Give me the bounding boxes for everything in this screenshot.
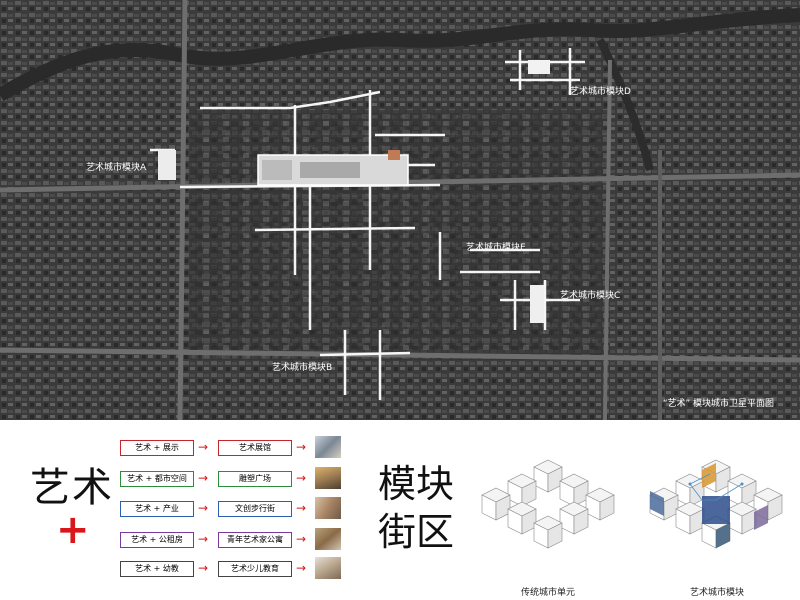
- satellite-map-drawing: [0, 0, 800, 420]
- arrow-icon: →: [198, 501, 209, 515]
- arrow-icon: →: [296, 440, 307, 454]
- arrow-icon: →: [296, 501, 307, 515]
- map-label-module-a: 艺术城市模块A: [86, 163, 147, 173]
- arrow-icon: →: [198, 440, 209, 454]
- plus-sign: +: [56, 507, 90, 553]
- row-2-thumbnail: [315, 467, 341, 489]
- row-1-left-box: 艺术 + 展示: [120, 440, 194, 456]
- row-2-left-box: 艺术 + 都市空间: [120, 471, 194, 487]
- row-1-thumbnail: [315, 436, 341, 458]
- traditional-unit-label: 传统城市单元: [521, 588, 576, 598]
- map-label-module-b: 艺术城市模块B: [272, 363, 333, 373]
- row-5-right-box: 艺术少儿教育: [218, 561, 292, 577]
- map-label-module-d: 艺术城市模块D: [570, 87, 631, 97]
- row-3-thumbnail: [315, 497, 341, 519]
- row-3-left-box: 艺术 + 产业: [120, 501, 194, 517]
- arrow-icon: →: [296, 561, 307, 575]
- row-5-left-box: 艺术 + 幼教: [120, 561, 194, 577]
- satellite-map: 艺术城市模块A 艺术城市模块D 艺术城市模块E 艺术城市模块C 艺术城市模块B …: [0, 0, 800, 420]
- arrow-icon: →: [198, 471, 209, 485]
- module-title-line2: 街区: [378, 510, 455, 554]
- row-1-right-box: 艺术展馆: [218, 440, 292, 456]
- river: [0, 8, 800, 102]
- map-label-module-e: 艺术城市模块E: [466, 243, 526, 253]
- row-4-left-box: 艺术 + 公租房: [120, 532, 194, 548]
- arrow-icon: →: [198, 561, 209, 575]
- arrow-icon: →: [296, 471, 307, 485]
- module-title-line1: 模块: [378, 462, 455, 506]
- row-4-right-box: 青年艺术家公寓: [218, 532, 292, 548]
- art-module-label: 艺术城市模块: [690, 588, 745, 598]
- map-label-module-c: 艺术城市模块C: [560, 291, 621, 301]
- arrow-icon: →: [296, 532, 307, 546]
- row-2-right-box: 雕塑广场: [218, 471, 292, 487]
- row-5-thumbnail: [315, 557, 341, 579]
- row-4-thumbnail: [315, 528, 341, 550]
- row-3-right-box: 文创步行街: [218, 501, 292, 517]
- arrow-icon: →: [198, 532, 209, 546]
- map-caption: “艺术” 模块城市卫星平面图: [662, 399, 774, 409]
- art-title: 艺术: [30, 465, 114, 511]
